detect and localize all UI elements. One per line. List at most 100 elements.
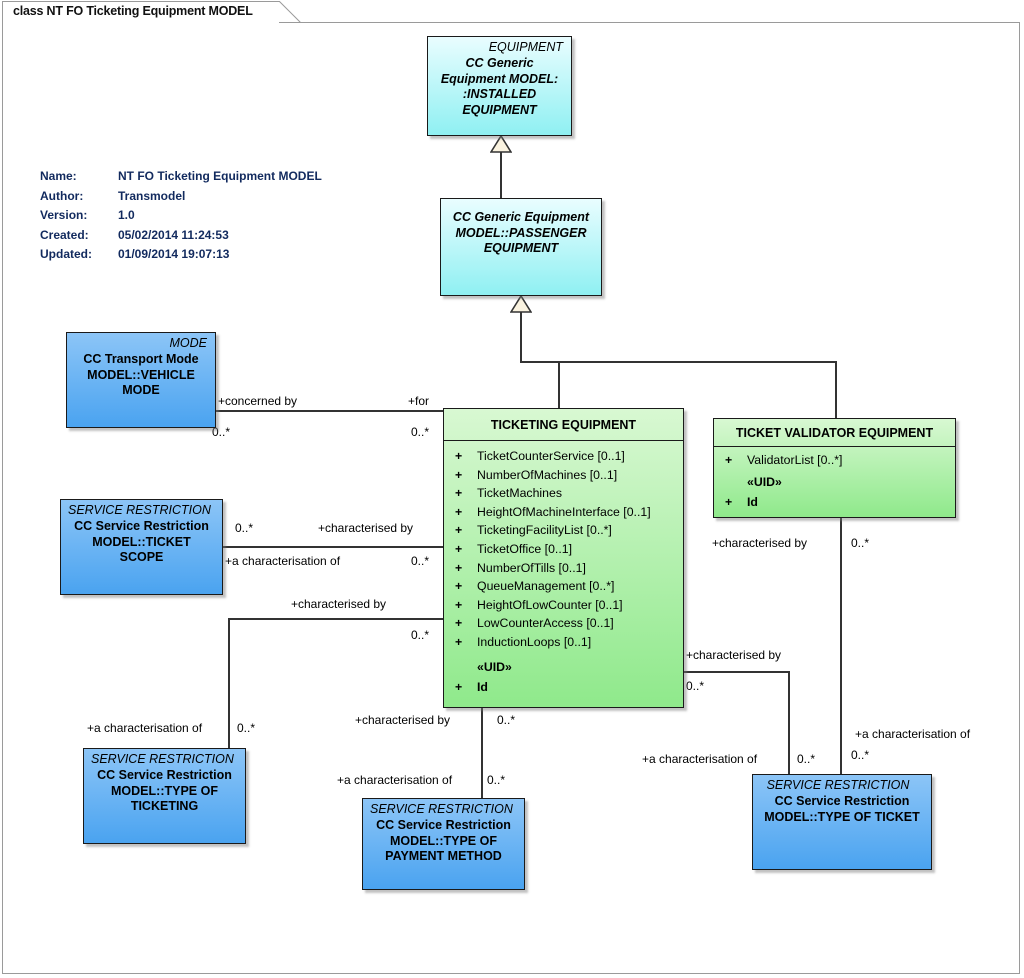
class-attribute: + HeightOfLowCounter [0..1] [444,596,683,615]
class-name-line: :INSTALLED [462,87,537,101]
association-paymentmethod-vertical [481,708,483,808]
class-uid-stereotype: «UID» [477,659,512,674]
class-stereotype: SERVICE RESTRICTION [766,778,910,792]
edge-label-ticket-left-characterisation-of: +a characterisation of [642,752,758,766]
class-name-line: TICKETING [130,799,199,813]
edge-label-typeofticketing-multiplicity: 0..* [237,721,256,735]
meta-key: Author: [40,188,84,203]
class-compartment-divider [444,440,683,441]
visibility-marker: + [455,504,463,519]
generalization-branch-validator [835,361,837,418]
generalization-arrow-passenger-equipment [509,294,533,318]
visibility-marker: + [455,680,463,695]
diagram-title-tab: class NT FO Ticketing Equipment MODEL [2,1,280,23]
edge-label-payment-characterisation-of-multiplicity: 0..* [487,773,506,787]
class-stereotype: SERVICE RESTRICTION [370,802,513,816]
edge-label-ticketing-left-multiplicity: 0..* [411,628,430,642]
class-attribute: + QueueManagement [0..*] [444,577,683,596]
attribute-text: TicketMachines [477,486,562,501]
class-uid-stereotype: «UID» [747,474,782,489]
generalization-arrow-installed-equipment [489,134,513,158]
class-box-passenger-equipment[interactable]: CC Generic Equipment MODEL::PASSENGER EQ… [440,198,602,296]
class-attribute: + LowCounterAccess [0..1] [444,614,683,633]
class-attribute: +InductionLoops [0..1] [444,633,683,652]
attribute-text: TicketCounterService [0..1] [477,449,625,463]
class-attribute: +NumberOfMachines [0..1] [444,466,683,485]
diagram-metadata: Name:NT FO Ticketing Equipment MODEL Aut… [40,167,322,265]
class-box-type-of-ticketing[interactable]: SERVICE RESTRICTION CC Service Restricti… [83,748,246,844]
class-attribute: +TicketOffice [0..1] [444,540,683,559]
class-attribute-list: +ValidatorList [0..*] «UID» +Id [714,447,955,517]
visibility-marker: + [455,523,463,538]
association-typeofticketing-vertical [228,618,230,758]
class-name-line: CC Generic [465,56,534,70]
meta-row: Version:1.0 [40,206,135,226]
meta-row: Name:NT FO Ticketing Equipment MODEL [40,167,322,187]
visibility-marker: + [455,579,463,594]
attribute-text: QueueManagement [0..*] [477,579,615,594]
class-name-line: PAYMENT METHOD [385,849,502,863]
class-attribute: +NumberOfTills [0..1] [444,559,683,578]
meta-row: Created:05/02/2014 11:24:53 [40,226,229,246]
attribute-text: Id [747,495,758,510]
class-box-ticket-scope[interactable]: SERVICE RESTRICTION CC Service Restricti… [60,499,223,595]
edge-label-typeofticketing-characterisation-of: +a characterisation of [87,721,203,735]
edge-label-validator-characterised-by-multiplicity: 0..* [851,536,870,550]
visibility-marker: + [455,560,463,575]
visibility-marker: + [455,486,463,501]
association-validator-typeofticket-vertical [840,498,842,781]
generalization-line-passenger-to-installed [500,151,502,198]
association-ticketing-typeofticket-horizontal [684,671,789,673]
attribute-text: Id [477,680,488,695]
class-title: TICKET VALIDATOR EQUIPMENT [735,426,934,440]
class-box-installed-equipment[interactable]: EQUIPMENT CC Generic Equipment MODEL: :I… [427,36,572,136]
class-name-line: EQUIPMENT [483,241,559,255]
meta-value: 01/09/2014 19:07:13 [118,245,229,265]
visibility-marker: + [455,467,463,482]
class-stereotype: MODE [169,336,208,350]
meta-value: NT FO Ticketing Equipment MODEL [118,167,322,187]
class-name-line: EQUIPMENT [462,102,537,117]
class-uid-attribute: + Id [444,678,683,697]
class-name-line: MODEL::TYPE OF TICKET [764,809,920,824]
class-stereotype: SERVICE RESTRICTION [68,503,211,517]
class-attribute: + TicketingFacilityList [0..*] [444,521,683,540]
edge-label-payment-characterised-by: +characterised by [355,713,451,727]
edge-label-ticket-right-characterisation-of: +a characterisation of [855,727,971,741]
meta-row: Author:Transmodel [40,187,185,207]
class-name-line: MODEL::VEHICLE [87,367,195,382]
edge-label-concerned-by: +concerned by [218,394,298,408]
generalization-fork-horizontal [520,361,836,363]
class-box-ticket-validator-equipment[interactable]: TICKET VALIDATOR EQUIPMENT +ValidatorLis… [713,418,956,518]
meta-key: Updated: [40,247,92,261]
attribute-text: LowCounterAccess [0..1] [477,616,614,631]
visibility-marker: + [455,449,463,463]
attribute-text: HeightOfLowCounter [0..1] [477,597,623,612]
class-name-line: Equipment MODEL: [440,71,559,86]
class-name-line: CC Generic Equipment [452,210,590,224]
class-stereotype: SERVICE RESTRICTION [91,752,234,766]
visibility-marker: + [455,597,463,612]
edge-label-mode-multiplicity: 0..* [212,425,231,439]
class-name-line: CC Service Restriction [774,794,910,808]
visibility-marker: + [455,541,463,556]
class-box-type-of-ticket[interactable]: SERVICE RESTRICTION CC Service Restricti… [752,774,932,870]
class-title: TICKETING EQUIPMENT [490,418,637,432]
class-box-ticketing-equipment[interactable]: TICKETING EQUIPMENT + TicketCounterServic… [443,408,684,708]
meta-value: 05/02/2014 11:24:53 [118,226,229,246]
class-box-vehicle-mode[interactable]: MODE CC Transport Mode MODEL::VEHICLE MO… [66,332,216,428]
edge-label-ticket-left-characterisation-of-multiplicity: 0..* [797,752,816,766]
visibility-marker: + [455,616,463,631]
class-compartment-divider [714,446,955,447]
meta-row: Updated: 01/09/2014 19:07:13 [40,245,229,265]
attribute-text: TicketingFacilityList [0..*] [477,523,612,538]
class-attribute-list: + TicketCounterService [0..1] +NumberOfMa… [444,441,683,705]
attribute-text: HeightOfMachineInterface [0..1] [477,504,651,519]
class-box-type-of-payment-method[interactable]: SERVICE RESTRICTION CC Service Restricti… [362,798,525,890]
association-mode-ticketing [216,410,443,412]
edge-label-for-role: +for [408,394,430,408]
class-name-line: MODEL::TICKET [92,534,191,549]
meta-value: 1.0 [118,206,135,226]
class-name-line: SCOPE [119,550,164,564]
edge-label-validator-characterised-by: +characterised by [712,536,808,550]
